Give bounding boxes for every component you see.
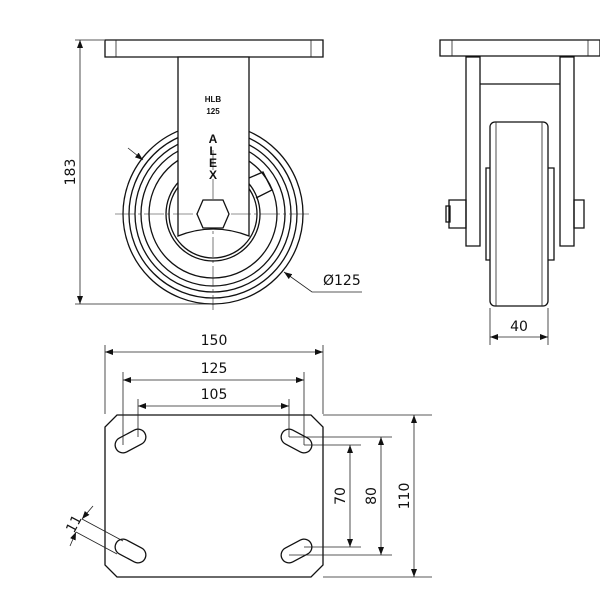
axle-lock xyxy=(249,172,272,198)
side-view: 40 xyxy=(440,40,600,345)
dim-plate-length: 150 xyxy=(201,333,228,349)
right-nut xyxy=(574,200,584,228)
hex-nut xyxy=(197,200,229,228)
dim-wheel-diameter: Ø125 xyxy=(323,273,361,289)
top-plate xyxy=(105,40,323,57)
front-view: HLB 125 A L E X 183 Ø125 xyxy=(63,40,362,310)
dim-height: 183 xyxy=(63,159,79,186)
svg-text:A: A xyxy=(209,132,218,146)
dim-slot-width: 11 xyxy=(63,512,85,535)
plate-view: 150 125 105 70 80 110 11 xyxy=(63,333,432,577)
svg-text:E: E xyxy=(209,156,217,170)
svg-text:X: X xyxy=(209,168,217,182)
marking-model: HLB xyxy=(205,95,222,104)
marking-size: 125 xyxy=(206,107,220,116)
dim-hole-inner: 105 xyxy=(201,387,228,403)
mounting-slots xyxy=(123,437,304,555)
left-nut xyxy=(449,200,466,228)
fork xyxy=(178,57,249,236)
dim-hole-inner-v: 70 xyxy=(333,487,349,505)
dim-hole-outer: 125 xyxy=(201,361,228,377)
svg-text:L: L xyxy=(209,144,216,158)
dim-plate-width: 110 xyxy=(397,483,413,510)
logo: A L E X xyxy=(209,132,218,182)
side-wheel xyxy=(490,122,548,306)
dim-hole-outer-v: 80 xyxy=(364,487,380,505)
dim-wheel-width: 40 xyxy=(510,319,528,335)
